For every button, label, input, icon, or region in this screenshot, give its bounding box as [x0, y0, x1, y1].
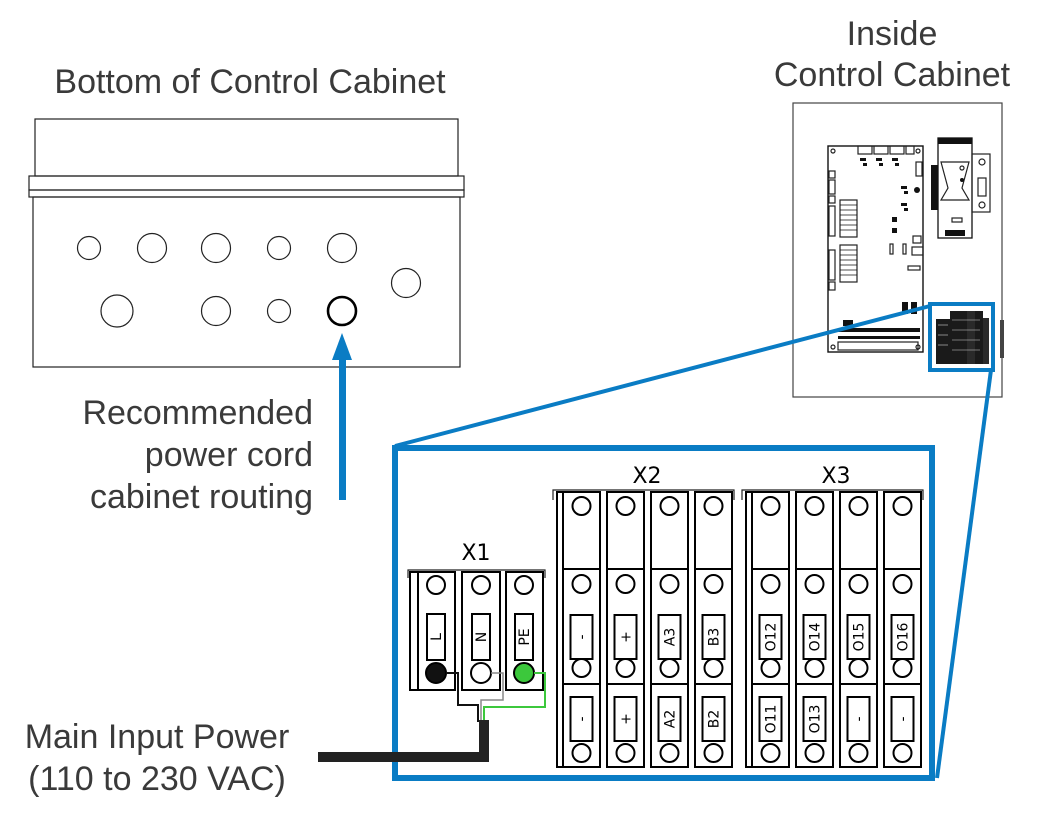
routing-text-line3: cabinet routing	[90, 478, 313, 516]
terminal-label: O11	[764, 705, 780, 734]
wire-neutral	[480, 672, 504, 722]
terminal-label: O13	[808, 705, 824, 734]
wire-line	[446, 672, 479, 722]
power-supply	[931, 137, 991, 239]
terminal-label: O12	[764, 623, 780, 652]
cabinet-seal-upper	[28, 175, 465, 191]
cable-hole	[200, 295, 232, 327]
svg-text:PE: PE	[517, 628, 533, 645]
main-power-cable	[318, 720, 489, 762]
zoom-connector-left	[394, 304, 931, 448]
terminal-block-x1: X1 L N PE	[407, 541, 546, 722]
terminal-pe: PE	[505, 571, 544, 691]
cable-hole	[136, 232, 168, 264]
cable-hole	[326, 232, 358, 264]
block-label-x2: X2	[632, 464, 661, 489]
cabinet-seal-lower	[28, 189, 465, 198]
cable-hole	[266, 235, 292, 261]
io-header	[838, 328, 920, 332]
zoom-connector-right	[935, 369, 993, 779]
cable-hole	[76, 235, 102, 261]
terminal-strip-thumbnail	[936, 311, 989, 364]
terminal-label: +	[619, 631, 635, 643]
wire-terminal-black	[425, 662, 447, 684]
terminal-column: ++	[606, 491, 645, 768]
cabinet-lid	[34, 118, 459, 177]
power-text-line1: Main Input Power	[25, 718, 290, 756]
block-label-x1: X1	[461, 541, 490, 566]
arrow-shaft	[339, 355, 346, 500]
routing-annotation: Recommended power cord cabinet routing	[82, 394, 313, 516]
routing-text-line1: Recommended	[82, 394, 313, 432]
routing-arrow	[332, 333, 352, 500]
wire-ground	[483, 672, 546, 722]
inside-cabinet-title-line1: Inside	[847, 15, 938, 53]
terminal-column: --	[562, 491, 601, 768]
cable-hole	[266, 298, 292, 324]
terminal-label: -	[852, 716, 868, 721]
cabinet-bottom-view	[28, 118, 465, 368]
terminal-label: +	[619, 713, 635, 725]
svg-text:L: L	[429, 633, 445, 641]
cable-hole	[100, 294, 134, 328]
recommended-cable-hole	[326, 295, 358, 327]
terminal-label: -	[575, 716, 591, 721]
terminal-label: B3	[707, 628, 723, 647]
block-label-x3: X3	[821, 464, 850, 489]
terminal-label: B2	[707, 710, 723, 729]
power-text-line2: (110 to 230 VAC)	[28, 760, 286, 798]
terminal-column: O16 -	[883, 491, 922, 768]
controller-board	[827, 145, 924, 353]
cable-hole	[390, 267, 422, 299]
wire-terminal-green	[513, 662, 535, 684]
terminal-label: -	[896, 716, 912, 721]
terminal-l: L	[417, 571, 456, 691]
terminal-label: O14	[808, 622, 824, 651]
cable-hole	[200, 232, 232, 264]
arrow-head-icon	[332, 333, 352, 360]
cabinet-interior	[792, 102, 1004, 398]
power-annotation: Main Input Power (110 to 230 VAC)	[25, 718, 290, 798]
terminal-column: O15 -	[839, 491, 878, 768]
terminal-label: O16	[896, 622, 912, 651]
terminal-label: A2	[663, 710, 679, 728]
routing-text-line2: power cord	[145, 436, 313, 474]
bottom-cabinet-title: Bottom of Control Cabinet	[54, 63, 446, 101]
io-header	[838, 336, 920, 339]
inside-cabinet-title-line2: Control Cabinet	[774, 56, 1011, 94]
terminal-label: A3	[663, 628, 679, 646]
wire-terminal-white	[470, 662, 492, 684]
cabinet-hinge	[1000, 320, 1004, 358]
terminal-n: N	[461, 571, 501, 691]
terminal-label: -	[575, 634, 591, 639]
relay-bank	[839, 199, 858, 283]
terminal-label: O15	[852, 623, 868, 652]
cabinet-body	[32, 196, 461, 368]
svg-text:N: N	[474, 632, 490, 642]
zoom-highlight-box	[928, 302, 995, 372]
pcb-outline	[827, 145, 924, 353]
